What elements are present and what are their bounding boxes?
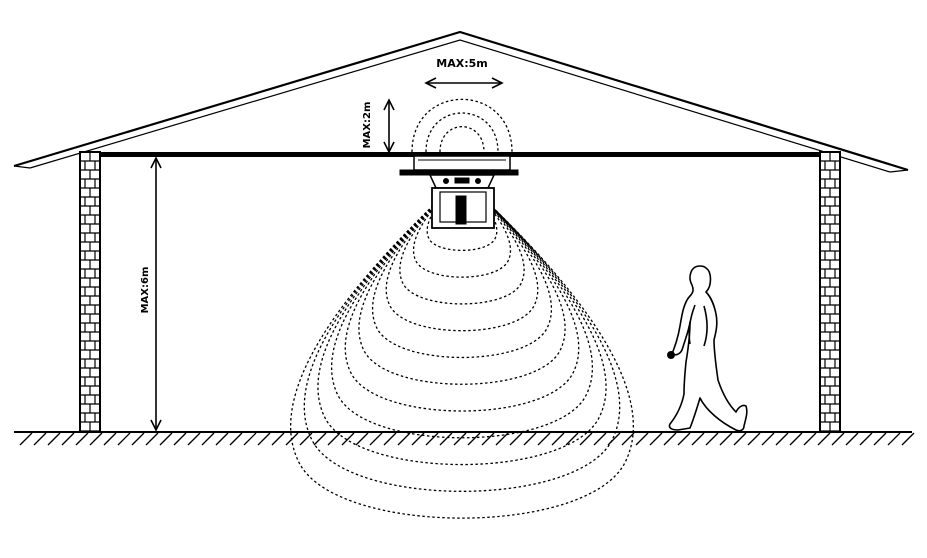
walking-person (666, 265, 748, 432)
brick-pillar-left (79, 151, 101, 433)
detection-lobe (371, 177, 553, 358)
ceiling-beam (84, 152, 838, 157)
detection-lobe (358, 177, 566, 385)
motion-sensor (399, 155, 519, 229)
detection-lobe (331, 177, 593, 439)
detection-lobe-upper (425, 112, 499, 153)
detection-pattern-upper (411, 98, 513, 153)
width-dimension-arrow (424, 77, 504, 89)
detection-lobe (303, 177, 621, 492)
ground (14, 431, 915, 446)
max-height-label: MAX:6m (140, 267, 151, 314)
detection-lobe-upper (411, 98, 513, 153)
max-width-label: MAX:5m (436, 57, 487, 70)
detection-lobe (399, 177, 525, 305)
height-dimension-arrow (150, 156, 162, 432)
detection-lobe (290, 177, 634, 519)
detection-lobe-upper (439, 126, 485, 153)
detection-lobe (413, 177, 511, 278)
max-above-label: MAX:2m (362, 102, 373, 149)
detection-lobe (344, 177, 580, 412)
detection-pattern-lower (290, 177, 634, 519)
detection-lobe (317, 177, 607, 466)
above-beam-dimension-arrow (383, 98, 395, 154)
roof (13, 30, 909, 173)
brick-pillar-right (819, 151, 841, 433)
